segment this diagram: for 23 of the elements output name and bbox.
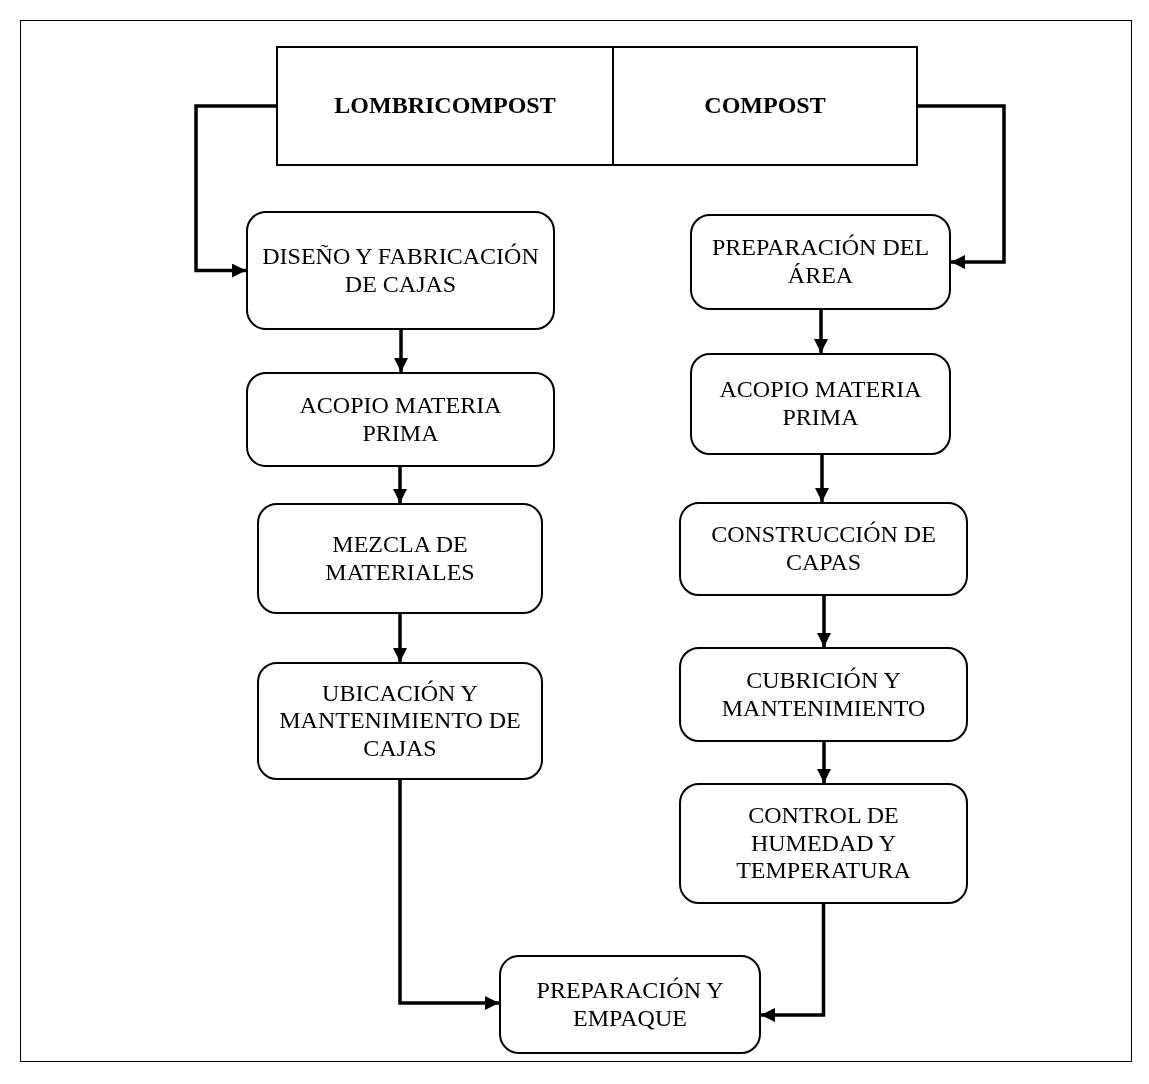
arrow bbox=[817, 742, 831, 783]
process-box: CUBRICIÓN Y MANTENIMIENTO bbox=[679, 647, 968, 742]
arrow bbox=[394, 330, 408, 372]
arrow bbox=[194, 104, 276, 278]
arrow bbox=[817, 596, 831, 647]
process-box: PREPARACIÓN Y EMPAQUE bbox=[499, 955, 761, 1054]
process-box: CONTROL DE HUMEDAD Y TEMPERATURA bbox=[679, 783, 968, 904]
arrow bbox=[761, 904, 826, 1022]
process-box: ACOPIO MATERIA PRIMA bbox=[246, 372, 555, 467]
arrow bbox=[918, 104, 1006, 269]
process-box: UBICACIÓN Y MANTENIMIENTO DE CAJAS bbox=[257, 662, 543, 780]
arrow bbox=[398, 780, 499, 1010]
arrow bbox=[814, 310, 828, 353]
process-box: CONSTRUCCIÓN DE CAPAS bbox=[679, 502, 968, 596]
process-box: PREPARACIÓN DEL ÁREA bbox=[690, 214, 951, 310]
process-box: ACOPIO MATERIA PRIMA bbox=[690, 353, 951, 455]
process-box: DISEÑO Y FABRICACIÓN DE CAJAS bbox=[246, 211, 555, 330]
arrow bbox=[393, 467, 407, 503]
arrow bbox=[393, 614, 407, 662]
arrow bbox=[815, 455, 829, 502]
header-box: LOMBRICOMPOST bbox=[276, 46, 614, 166]
header-box: COMPOST bbox=[612, 46, 918, 166]
process-box: MEZCLA DE MATERIALES bbox=[257, 503, 543, 614]
